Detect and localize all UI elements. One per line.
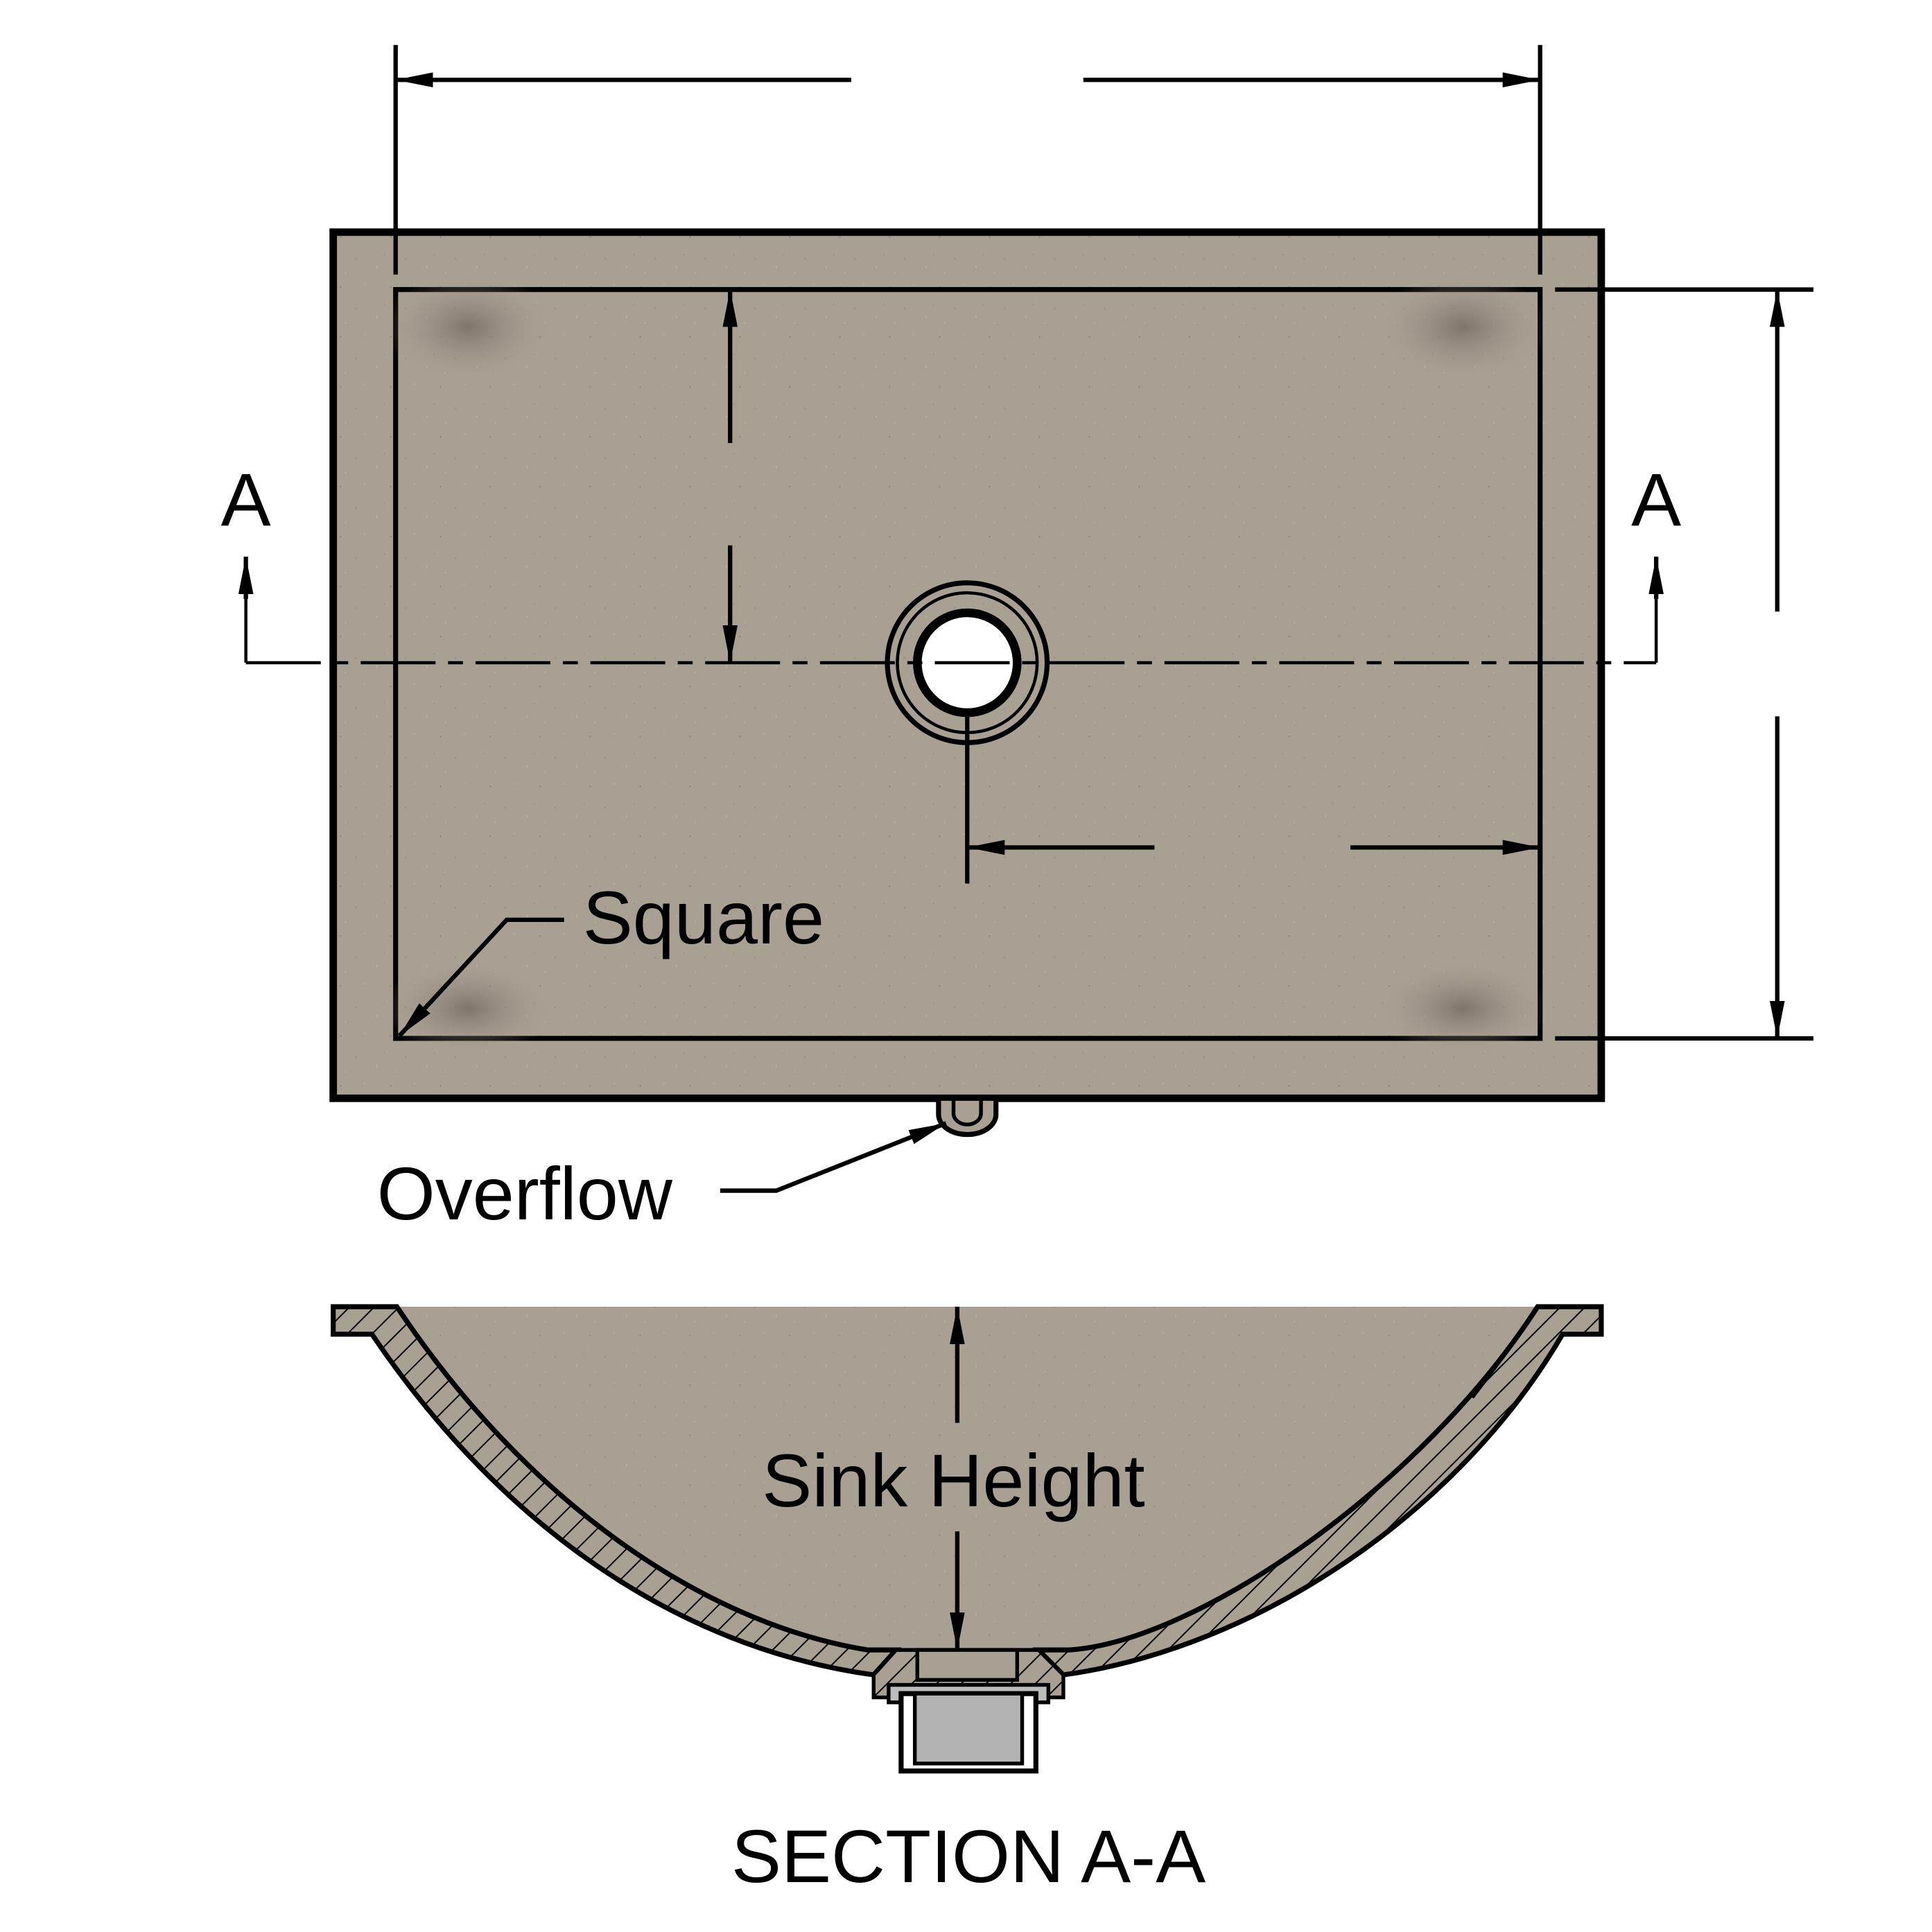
overflow-fitting	[936, 1095, 999, 1138]
overflow-note: Overflow	[377, 1151, 673, 1235]
section-line-a-a	[238, 556, 1664, 665]
section-mark-left: A	[221, 458, 271, 541]
width-dimension	[393, 44, 1542, 275]
section-view: Sink Height SECTION A-A	[331, 1304, 1604, 1898]
height-note: Sink Height	[762, 1438, 1145, 1522]
corner-note: Square	[583, 876, 824, 959]
drain-assembly	[871, 1648, 1065, 1774]
bowl-interior	[397, 1307, 1538, 1651]
section-mark-right: A	[1631, 458, 1681, 541]
drain-offset-dimension	[965, 713, 1540, 884]
length-dimension	[1555, 287, 1813, 1041]
plan-view: A A Square Overflow	[221, 44, 1813, 1235]
section-title: SECTION A-A	[731, 1814, 1206, 1898]
leader-lines	[397, 917, 947, 1193]
